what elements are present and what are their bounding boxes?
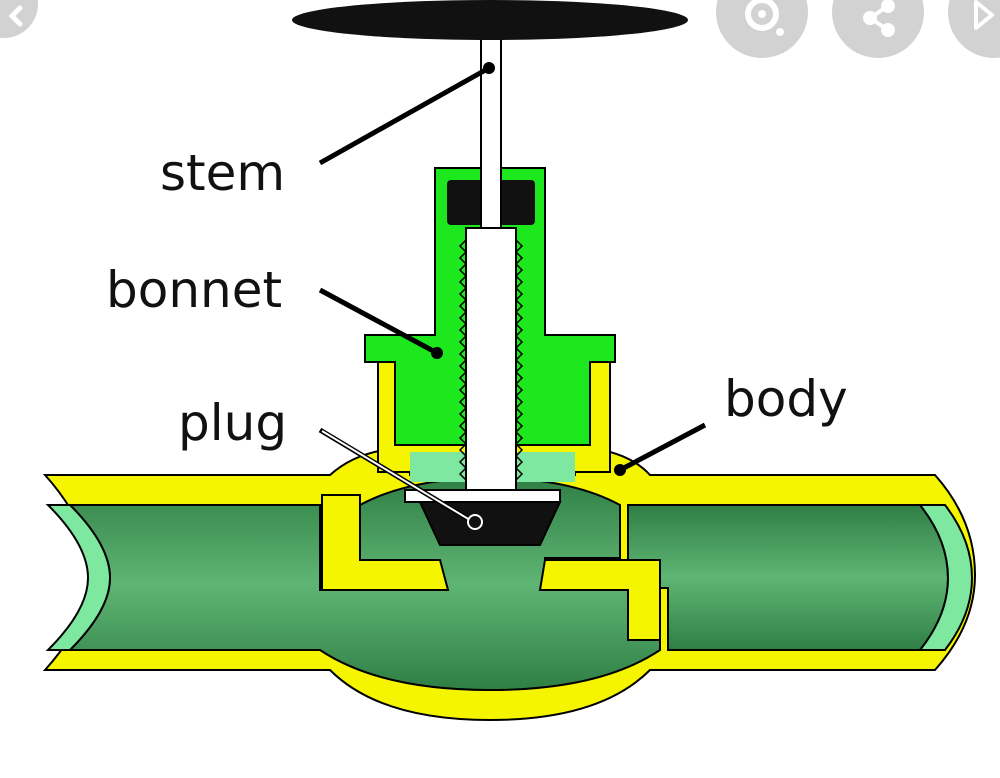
back-button[interactable] (0, 0, 38, 38)
label-bonnet: bonnet (106, 261, 282, 319)
body-leader (618, 422, 707, 473)
play-button[interactable] (948, 0, 1000, 58)
label-stem: stem (160, 144, 285, 202)
lens-button[interactable] (716, 0, 808, 58)
label-body: body (724, 370, 848, 428)
plug (418, 501, 562, 546)
handwheel (292, 0, 688, 40)
chevron-left-icon (8, 5, 23, 27)
stem (404, 29, 561, 503)
lens-icon (745, 0, 784, 36)
fluid-passage (45, 452, 974, 692)
label-plug: plug (178, 394, 287, 452)
bonnet-leader-dot (431, 347, 443, 359)
share-button[interactable] (832, 0, 924, 58)
packing-left (447, 180, 485, 225)
stem-leader (318, 65, 491, 166)
stem-leader-dot (483, 62, 495, 74)
body-leader-dot (614, 464, 626, 476)
valve-seat (321, 494, 661, 641)
bonnet-leader (318, 287, 439, 356)
share-icon (863, 0, 895, 37)
play-icon (974, 0, 994, 30)
packing-right (497, 180, 535, 225)
plug-leader-dot (467, 514, 483, 530)
